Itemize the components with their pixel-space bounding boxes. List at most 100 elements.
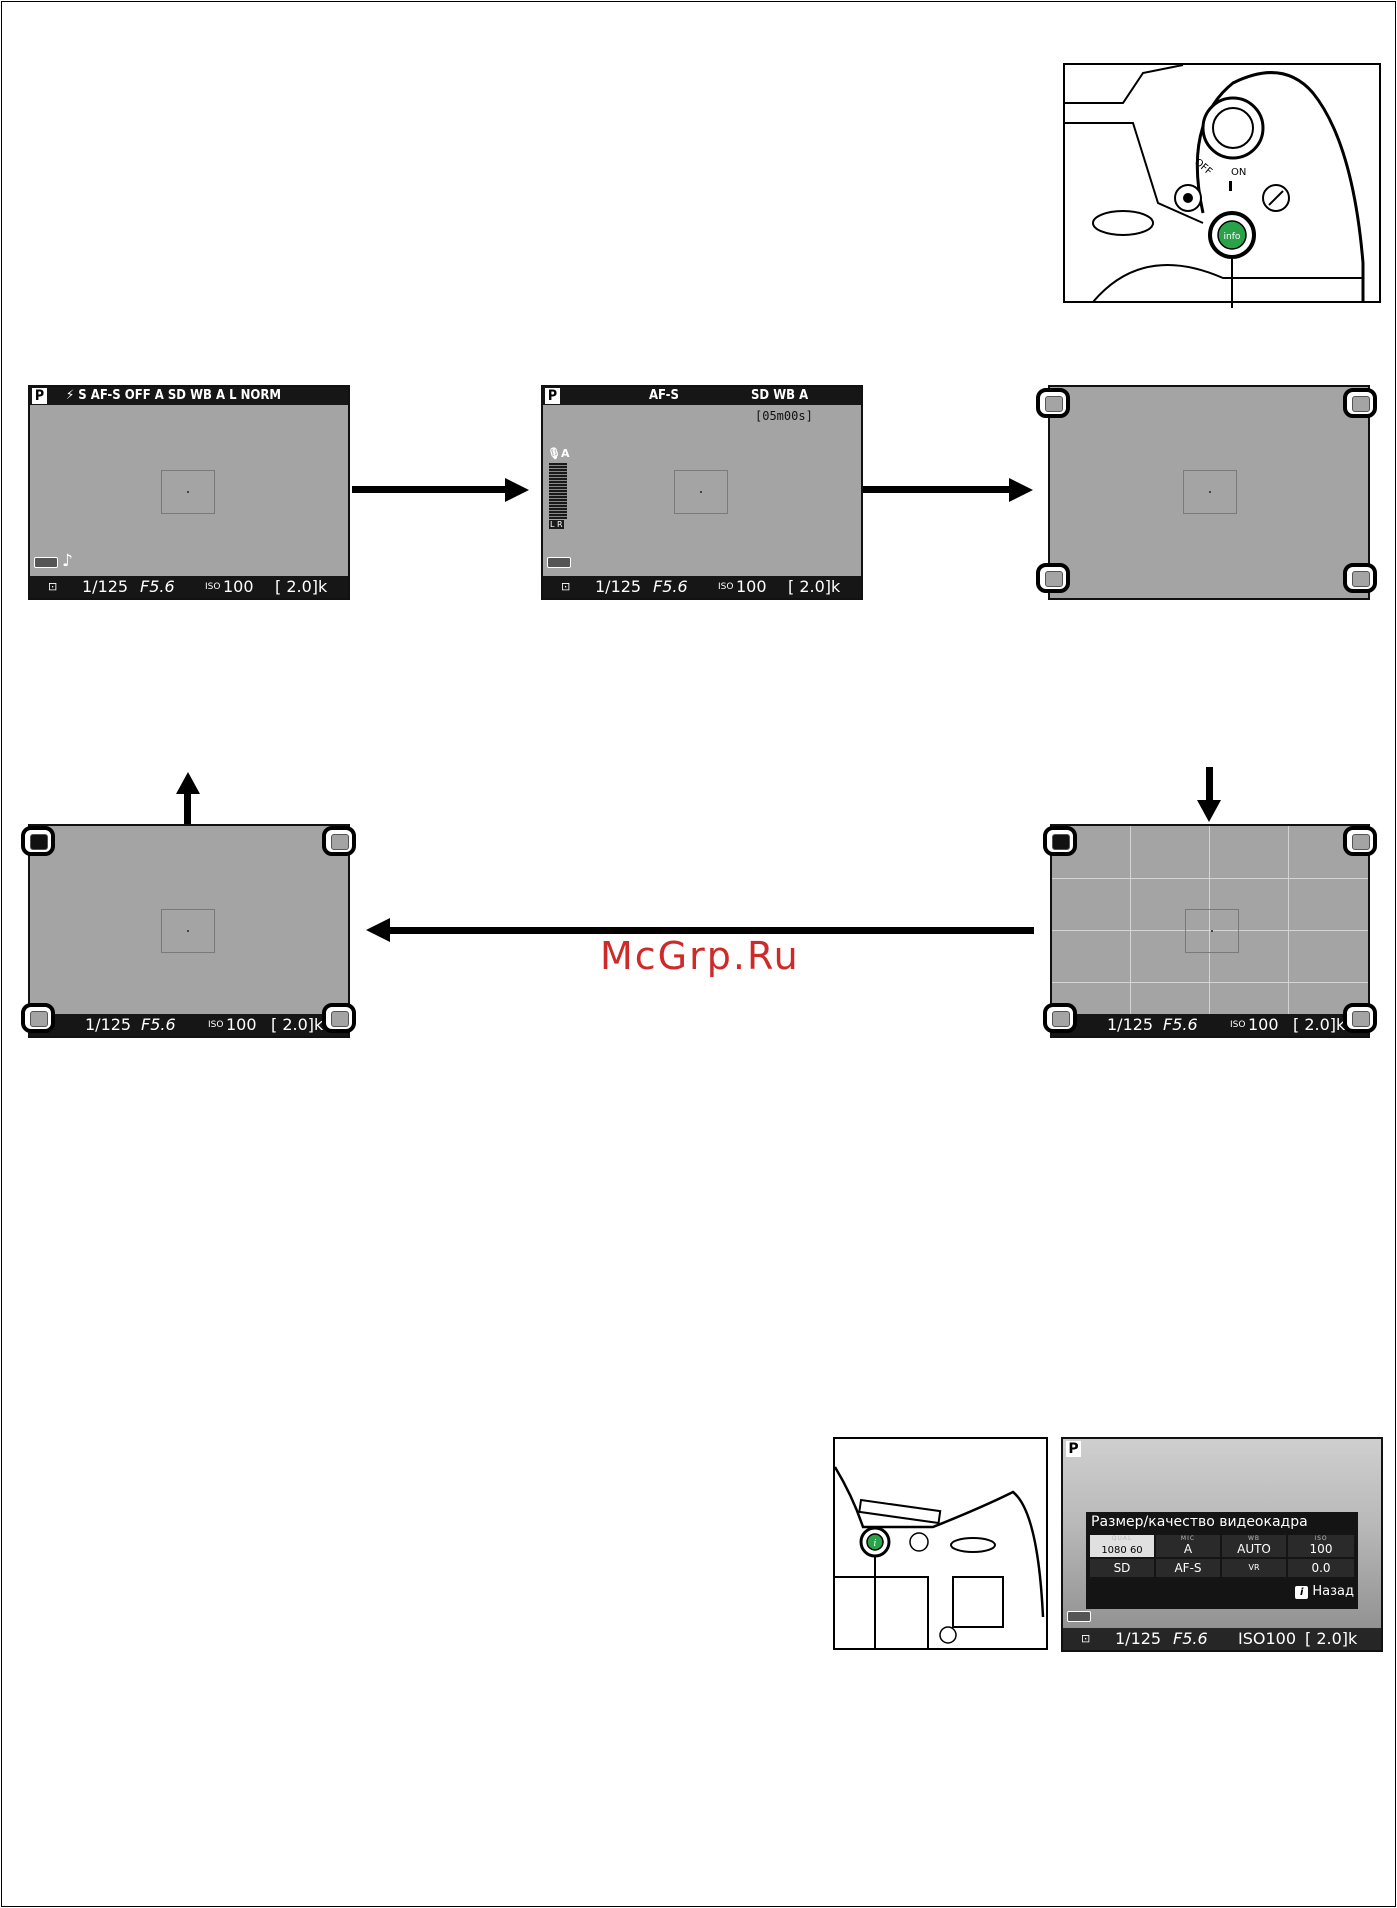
dial-on-label: ON (1231, 167, 1246, 178)
shutter-speed: 1/125 (1107, 1015, 1154, 1034)
menu-item-quality[interactable]: QUAL 1080 60 (1090, 1535, 1154, 1557)
corner-callout (1036, 388, 1070, 418)
iso-label: ISO (1230, 1020, 1246, 1030)
meter-channels: L R (549, 520, 564, 529)
iso-label: ISO (205, 582, 221, 592)
menu-item-label: WB (1247, 1535, 1261, 1542)
back-hint[interactable]: i Назад (1295, 1584, 1354, 1599)
menu-exposure-bar: ⊡ 1/125 F5.6 ISO100 [ 2.0]k (1063, 1628, 1381, 1650)
remaining-exposures: [ 2.0]k (275, 577, 328, 596)
grid-line (1052, 982, 1368, 983)
menu-item-label: MIC (1180, 1535, 1196, 1542)
arrow-right-2 (863, 486, 1011, 493)
remaining-exposures: [ 2.0]k (1293, 1015, 1346, 1034)
iso-value: 100 (1248, 1015, 1279, 1034)
arrow-down (1206, 767, 1213, 804)
remaining-exposures: [ 2.0]k (788, 577, 841, 596)
screen-framing-grid: 1/125 F5.6 ISO 100 [ 2.0]k (1050, 824, 1370, 1038)
shutter-speed: 1/125 (85, 1015, 132, 1034)
menu-item-value: SD (1113, 1561, 1131, 1575)
menu-item-value: AUTO (1237, 1542, 1271, 1556)
i-icon: i (1295, 1586, 1309, 1599)
menu-item-mic[interactable]: MIC A (1156, 1535, 1220, 1557)
focus-frame (161, 909, 215, 953)
corner-callout (1343, 388, 1377, 418)
mic-level: 🎙A (547, 447, 570, 460)
music-note-icon: ♪ (62, 551, 73, 571)
battery-icon (547, 557, 571, 568)
metering-icon: ⊡ (561, 580, 571, 593)
focus-frame (674, 470, 728, 514)
camera-back-illustration: i (833, 1437, 1048, 1650)
aperture: F5.6 (141, 1015, 176, 1034)
grid-line (1052, 878, 1368, 879)
iso-value: 100 (736, 577, 767, 596)
i-menu-panel: Размер/качество видеокадра QUAL 1080 60 … (1086, 1512, 1358, 1609)
menu-item-wb[interactable]: WB AUTO (1222, 1535, 1286, 1557)
arrowhead-right-2 (1009, 478, 1033, 502)
focus-frame (161, 470, 215, 514)
menu-item-exposure-comp[interactable]: 0.0 (1288, 1559, 1354, 1577)
corner-callout (322, 1003, 356, 1033)
mode-indicator: P (32, 388, 47, 404)
watermark: McGrp.Ru (600, 934, 800, 978)
iso-label: ISO (718, 582, 734, 592)
menu-item-af[interactable]: AF-S (1156, 1559, 1220, 1577)
menu-item-value: 1080 60 (1101, 1545, 1143, 1556)
metering-icon: ⊡ (1081, 1632, 1091, 1645)
menu-item-sd[interactable]: SD (1090, 1559, 1154, 1577)
arrowhead-up (176, 772, 200, 794)
menu-item-iso[interactable]: ISO 100 (1288, 1535, 1354, 1557)
menu-item-value: A (1183, 1542, 1193, 1556)
arrow-left (388, 927, 1034, 934)
screen-info-off (1048, 385, 1370, 600)
menu-item-value: 100 (1309, 1542, 1333, 1556)
screen2-wb: SD WB A (751, 388, 809, 403)
mode-indicator: P (1066, 1441, 1081, 1457)
camera-top-illustration: OFF ON info (1063, 63, 1381, 308)
aperture: F5.6 (1173, 1629, 1208, 1648)
screen4-exposure-bar: 1/125 F5.6 ISO 100 [ 2.0]k (1052, 1014, 1368, 1036)
corner-callout (1343, 1003, 1377, 1033)
arrowhead-right-1 (505, 478, 529, 502)
corner-callout (1343, 563, 1377, 593)
mode-indicator: P (545, 388, 560, 404)
screen1-settings: ⚡ S AF-S OFF A SD WB A L NORM (66, 388, 281, 403)
aperture: F5.6 (1163, 1015, 1198, 1034)
screen1-exposure-bar: ⊡ 1/125 F5.6 ISO 100 [ 2.0]k (30, 576, 348, 598)
remaining-exposures: [ 2.0]k (271, 1015, 324, 1034)
screen2-af-mode: AF-S (649, 388, 679, 403)
aperture: F5.6 (653, 577, 688, 596)
i-button-label: i (874, 1539, 877, 1549)
screen-info-minimal: 1/125 F5.6 ISO 100 [ 2.0]k (28, 824, 350, 1038)
screen5-exposure-bar: 1/125 F5.6 ISO 100 [ 2.0]k (30, 1014, 348, 1036)
iso-value: 100 (226, 1015, 257, 1034)
corner-callout (21, 1003, 55, 1033)
battery-icon (34, 557, 58, 568)
shutter-speed: 1/125 (595, 577, 642, 596)
shutter-speed: 1/125 (82, 577, 129, 596)
screen-movie-i-menu: P Размер/качество видеокадра QUAL 1080 6… (1061, 1437, 1383, 1652)
menu-title: Размер/качество видеокадра (1091, 1514, 1308, 1530)
corner-callout (21, 826, 55, 856)
corner-callout (1036, 563, 1070, 593)
arrowhead-down (1197, 800, 1221, 822)
corner-callout (1043, 1003, 1077, 1033)
focus-frame (1183, 470, 1237, 514)
arrow-up (184, 792, 191, 824)
aperture: F5.6 (140, 577, 175, 596)
screen2-top-bar: P AF-S SD WB A (543, 387, 861, 405)
screen-info-display-2: P AF-S SD WB A [05m00s] 🎙A L R ⊡ 1/125 F… (541, 385, 863, 600)
corner-callout (322, 826, 356, 856)
focus-frame (1185, 909, 1239, 953)
menu-item-label: QUAL (1111, 1535, 1133, 1542)
menu-item-vr[interactable]: VR (1222, 1559, 1286, 1577)
recording-time: [05m00s] (755, 409, 813, 423)
info-button-label: info (1224, 232, 1241, 242)
grid-line (1130, 826, 1131, 1036)
battery-icon (1067, 1611, 1091, 1622)
recording-time-value: 05m00s (762, 409, 806, 423)
mic-sensitivity: A (560, 447, 570, 460)
screen2-exposure-bar: ⊡ 1/125 F5.6 ISO 100 [ 2.0]k (543, 576, 861, 598)
